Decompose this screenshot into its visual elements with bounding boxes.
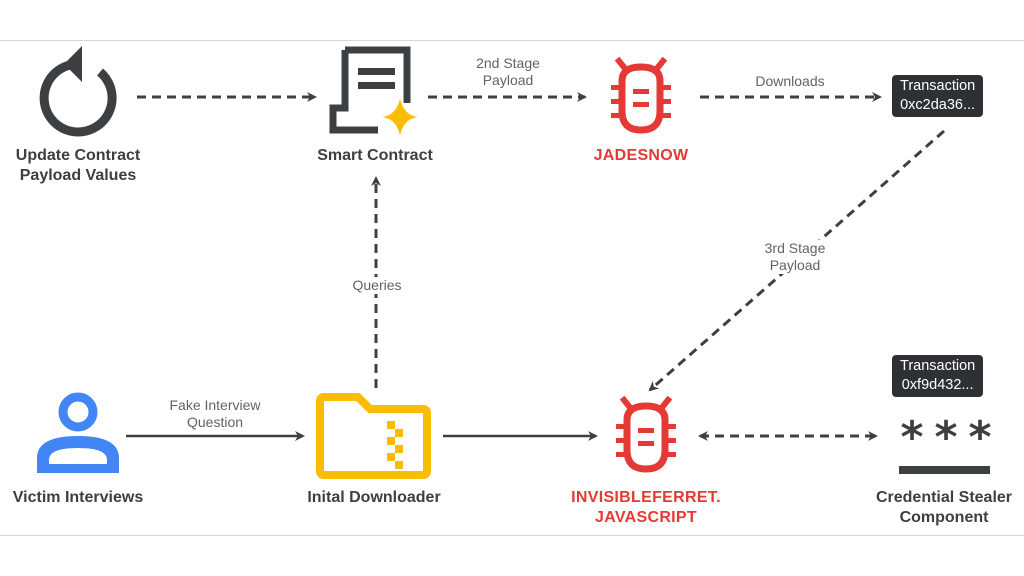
- transaction-box-1: Transaction 0xc2da36...: [892, 75, 984, 117]
- label-line: Credential Stealer: [875, 489, 1013, 506]
- password-icon: * * *: [899, 412, 992, 474]
- node-update-contract-label: Update Contract Payload Values: [16, 146, 140, 186]
- refresh-icon: [39, 46, 117, 137]
- node-victim-label: Victim Interviews: [12, 489, 144, 506]
- edge-label-second-stage: 2nd Stage Payload: [476, 55, 540, 89]
- label-line: Payload: [482, 72, 534, 88]
- label-line: Update Contract: [15, 147, 141, 164]
- tx-title: Transaction: [900, 358, 976, 374]
- svg-text:*: *: [934, 412, 957, 463]
- label-line: JAVASCRIPT: [595, 509, 697, 526]
- edge-label-queries: Queries: [349, 277, 405, 294]
- label-line: 3rd Stage: [764, 240, 826, 256]
- zip-folder-icon: [316, 393, 431, 479]
- label-line: Question: [186, 414, 244, 430]
- bug-icon: [616, 395, 676, 473]
- tx-title: Transaction: [900, 78, 976, 94]
- top-divider: [0, 40, 1024, 41]
- node-credential-stealer-label: Credential Stealer Component: [876, 488, 1012, 528]
- smart-contract-icon: [329, 46, 418, 136]
- bottom-divider: [0, 535, 1024, 536]
- svg-text:*: *: [968, 412, 991, 463]
- svg-text:*: *: [900, 412, 923, 463]
- node-initial-downloader-label: Inital Downloader: [307, 489, 441, 506]
- bug-icon: [611, 56, 671, 134]
- node-smart-contract-label: Smart Contract: [317, 147, 433, 164]
- tx-hash: 0xf9d432...: [901, 377, 974, 393]
- label-line: Component: [899, 509, 989, 526]
- edge-label-fake-interview: Fake Interview Question: [169, 397, 261, 431]
- transaction-box-2: Transaction 0xf9d432...: [892, 355, 984, 397]
- label-line: 2nd Stage: [476, 55, 540, 71]
- label-line: Payload: [769, 257, 821, 273]
- person-icon: [37, 392, 119, 473]
- label-line: Payload Values: [19, 167, 137, 184]
- edge-label-downloads: Downloads: [755, 73, 825, 90]
- edge-label-third-stage: 3rd Stage Payload: [764, 240, 826, 274]
- label-line: INVISIBLEFERRET.: [571, 489, 721, 506]
- node-jadesnow-label: JADESNOW: [593, 147, 689, 164]
- tx-hash: 0xc2da36...: [900, 97, 976, 113]
- label-line: Fake Interview: [169, 397, 261, 413]
- node-invisibleferret-label: INVISIBLEFERRET. JAVASCRIPT: [571, 488, 721, 528]
